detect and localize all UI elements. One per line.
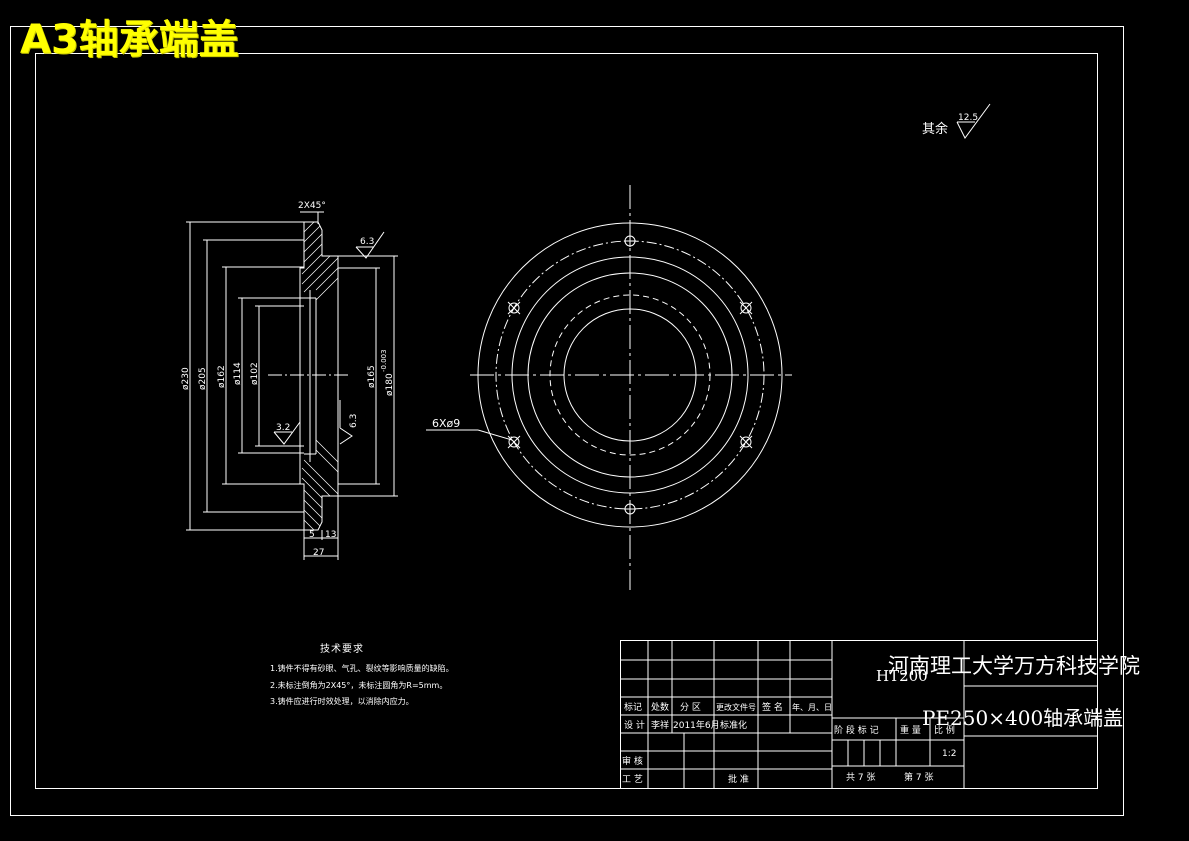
tb-header-zone: 分 区 xyxy=(680,702,701,713)
tb-stage-header: 阶 段 标 记 xyxy=(834,724,879,736)
tb-sheets-total: 共 7 张 xyxy=(846,772,875,783)
tb-header-count: 处数 xyxy=(651,701,669,713)
material-label: HT200 xyxy=(876,667,928,685)
roughness-inner-label: 3.2 xyxy=(276,423,290,433)
tb-header-sign: 签 名 xyxy=(762,701,783,713)
tb-approve-label: 批 准 xyxy=(728,773,749,785)
tech-requirement-2: 2.未标注倒角为2X45°，未标注圆角为R=5mm。 xyxy=(270,681,448,690)
inner-border xyxy=(35,53,1098,789)
bolt-holes xyxy=(507,235,753,515)
dim-d162: ø162 xyxy=(217,365,227,388)
tb-scale-value: 1:2 xyxy=(942,749,956,759)
roughness-prefix: 其余 xyxy=(922,121,948,137)
tb-weight-header: 重 量 xyxy=(900,724,921,736)
dim-tolerance: -0.003 xyxy=(380,349,388,372)
dim-width-13: 13 xyxy=(325,530,336,540)
tb-standard-label: 标准化 xyxy=(720,719,747,731)
tb-review-label: 审 核 xyxy=(622,755,643,767)
dim-width-5: 5 xyxy=(309,530,315,540)
chamfer-label: 2X45° xyxy=(298,201,326,211)
tb-header-mark: 标记 xyxy=(624,701,642,713)
roughness-right-label: 6.3 xyxy=(349,414,359,428)
dim-d102: ø102 xyxy=(250,362,260,385)
dim-d165: ø165 xyxy=(367,365,377,388)
dim-d205: ø205 xyxy=(198,367,208,390)
dim-width-27: 27 xyxy=(313,548,324,558)
dim-d230: ø230 xyxy=(181,367,191,390)
outer-border xyxy=(10,26,1124,816)
tb-sheet-number: 第 7 张 xyxy=(904,771,933,783)
part-name: PE250×400轴承端盖 xyxy=(922,706,1124,730)
title-block xyxy=(620,640,1098,789)
roughness-value: 12.5 xyxy=(958,113,978,123)
tech-requirements-title: 技术要求 xyxy=(320,644,364,655)
tb-design-date: 2011年6月 xyxy=(673,719,720,731)
front-view xyxy=(426,185,792,590)
side-view xyxy=(186,211,398,560)
tb-design-label: 设 计 xyxy=(624,719,645,731)
school-name: 河南理工大学万方科技学院 xyxy=(888,654,1140,678)
tb-header-date: 年、月、日 xyxy=(792,702,832,712)
dim-d180: ø180 xyxy=(385,373,395,396)
tb-header-changefile: 更改文件号 xyxy=(716,702,756,712)
tech-requirement-3: 3.铸件应进行时效处理，以消除内应力。 xyxy=(270,697,414,706)
tb-process-label: 工 艺 xyxy=(622,774,643,785)
tb-designer: 李祥 xyxy=(651,719,669,731)
roughness-outer-label: 6.3 xyxy=(360,237,374,247)
tech-requirement-1: 1.铸件不得有砂眼、气孔、裂纹等影响质量的缺陷。 xyxy=(270,664,454,673)
dim-d114: ø114 xyxy=(233,362,243,385)
roughness-symbol-general xyxy=(956,103,991,139)
holes-label: 6Xø9 xyxy=(432,417,460,430)
tb-scale-header: 比 例 xyxy=(934,724,955,736)
sheet-title: A3轴承端盖 xyxy=(20,17,239,63)
